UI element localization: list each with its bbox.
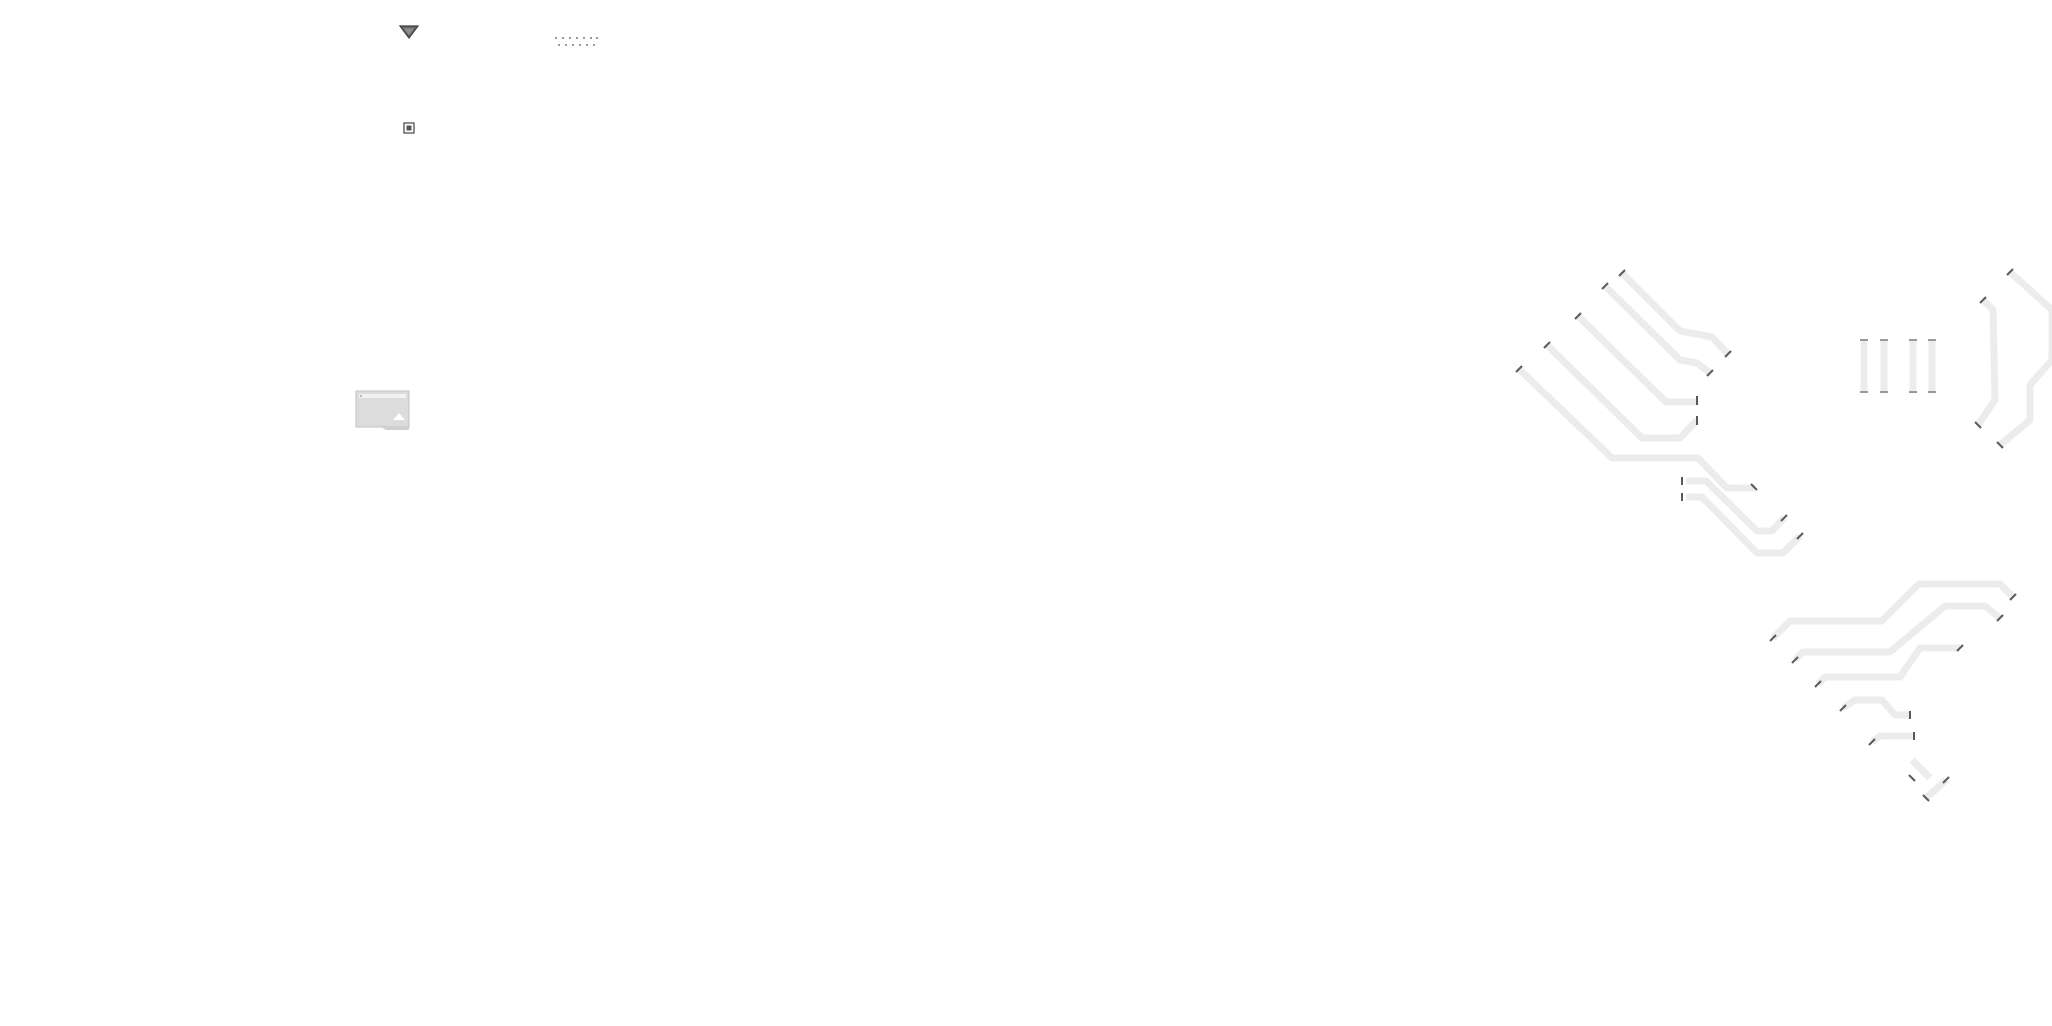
- image-placeholder-icon[interactable]: [355, 390, 410, 430]
- vertical-trace-group: [1860, 339, 1936, 393]
- upper-trace-bundle: [1515, 269, 1804, 557]
- bracket-trace-group: [1974, 268, 2052, 449]
- drag-handle-icon[interactable]: [554, 34, 599, 49]
- lower-trace-bundle: [1769, 580, 2017, 802]
- dropdown-caret-icon[interactable]: [398, 23, 420, 41]
- stop-square-icon[interactable]: [403, 122, 415, 134]
